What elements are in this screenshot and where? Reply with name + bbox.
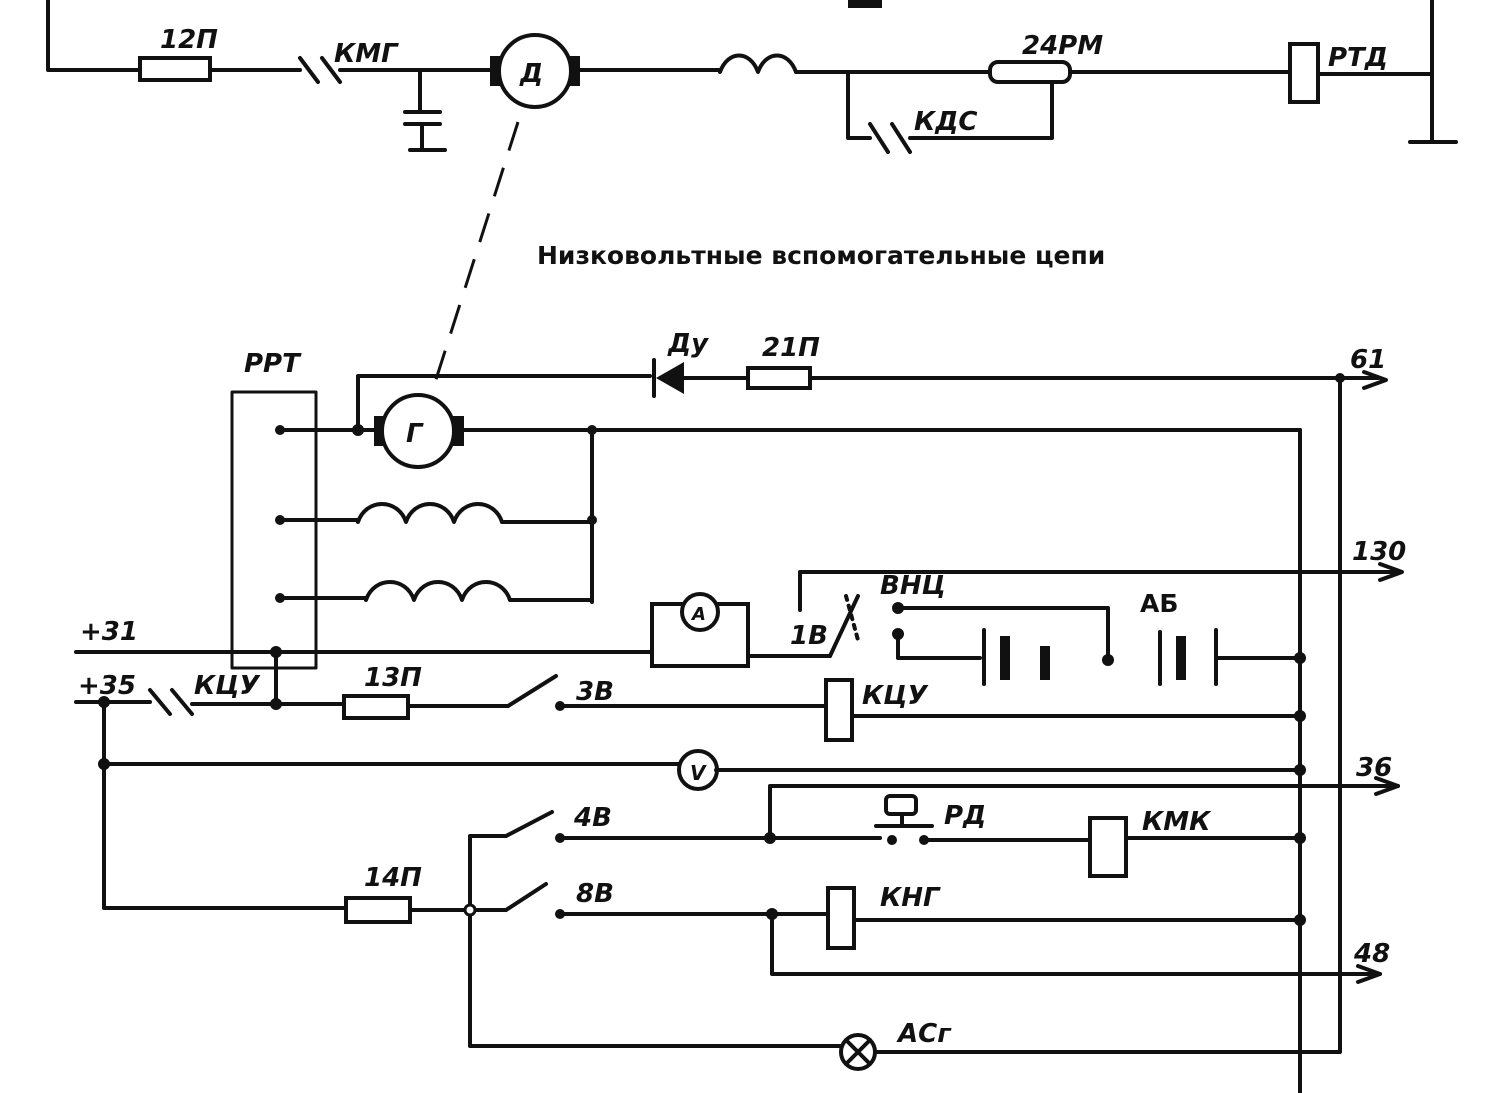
switch-3v <box>506 674 558 708</box>
contact-kmg-top <box>298 56 492 84</box>
label-fuse-12p: 12П <box>160 25 218 55</box>
label-kng: КНГ <box>880 883 941 913</box>
switch-1v-vnc <box>828 594 860 658</box>
label-rd: РД <box>944 801 986 831</box>
arrow-130 <box>1378 562 1404 582</box>
label-voltmeter: V <box>690 761 707 785</box>
switch-4v <box>504 810 554 838</box>
switch-8v <box>504 882 548 912</box>
label-coil-kcu: КЦУ <box>862 681 929 711</box>
ammeter <box>650 592 750 668</box>
label-switch-3v: 3В <box>576 677 614 707</box>
label-rrt: РРТ <box>244 349 302 379</box>
label-wire-130: 130 <box>1352 537 1406 567</box>
low-voltage-circuit <box>74 358 1404 1093</box>
coil-kmk <box>1088 816 1128 878</box>
label-switch-4v: 4В <box>573 803 612 833</box>
arrow-61 <box>1362 370 1388 390</box>
fuse-13p <box>342 694 410 720</box>
fuse-21p <box>746 366 812 390</box>
relay-rtd <box>1288 42 1320 104</box>
motor-d <box>490 33 580 109</box>
label-rtd: РТД <box>1328 43 1388 73</box>
fuse-14p <box>344 896 412 924</box>
label-kmg-top: КМГ <box>334 39 399 69</box>
label-wire-48: 48 <box>1353 939 1390 969</box>
capacitor <box>403 68 447 152</box>
label-kds: КДС <box>914 107 978 137</box>
label-ab: АБ <box>1140 589 1178 618</box>
coil-kcu <box>824 678 854 742</box>
label-motor-d: Д <box>519 59 543 89</box>
label-resistor-24rm: 24РМ <box>1022 31 1103 61</box>
arrow-48 <box>1356 964 1382 984</box>
fuse-12p <box>138 56 212 82</box>
label-lamp-acg: АСг <box>896 1019 952 1049</box>
resistor-24rm <box>988 60 1072 84</box>
label-diode-du: Ду <box>667 329 709 359</box>
label-switch-8v: 8В <box>576 879 614 909</box>
contact-kcu <box>148 688 194 716</box>
field-winding-1 <box>356 502 504 524</box>
mechanical-link <box>430 121 520 393</box>
label-fuse-21p: 21П <box>762 333 820 363</box>
battery-ab <box>982 628 1218 686</box>
label-wire-61: 61 <box>1350 345 1386 375</box>
inductor-top <box>718 53 798 74</box>
lamp-acg <box>839 1033 877 1071</box>
generator-g <box>374 393 464 469</box>
label-switch-1v: 1В <box>790 621 828 651</box>
kds-branch <box>846 70 1054 154</box>
label-ammeter: A <box>690 604 706 625</box>
diode-du <box>652 358 684 398</box>
label-kmk: КМК <box>1142 807 1212 837</box>
arrow-36 <box>1374 776 1400 796</box>
label-fuse-13p: 13П <box>364 663 422 693</box>
label-wire-36: 36 <box>1356 753 1392 783</box>
label-fuse-14p: 14П <box>364 863 422 893</box>
label-contact-kcu: КЦУ <box>194 671 261 701</box>
button-rd <box>874 794 934 828</box>
junction-dots <box>98 373 1345 926</box>
label-plus-35: +35 <box>78 671 136 701</box>
label-plus-31: +31 <box>80 617 138 647</box>
coil-kng <box>826 886 856 950</box>
high-voltage-circuit <box>46 0 1458 154</box>
label-vnc: ВНЦ <box>880 571 946 601</box>
label-generator-g: Г <box>406 419 424 449</box>
diagram-title: Низковольтные вспомогательные цепи <box>537 241 1105 270</box>
regulator-rrt-box <box>230 390 318 670</box>
field-winding-2 <box>364 580 512 602</box>
